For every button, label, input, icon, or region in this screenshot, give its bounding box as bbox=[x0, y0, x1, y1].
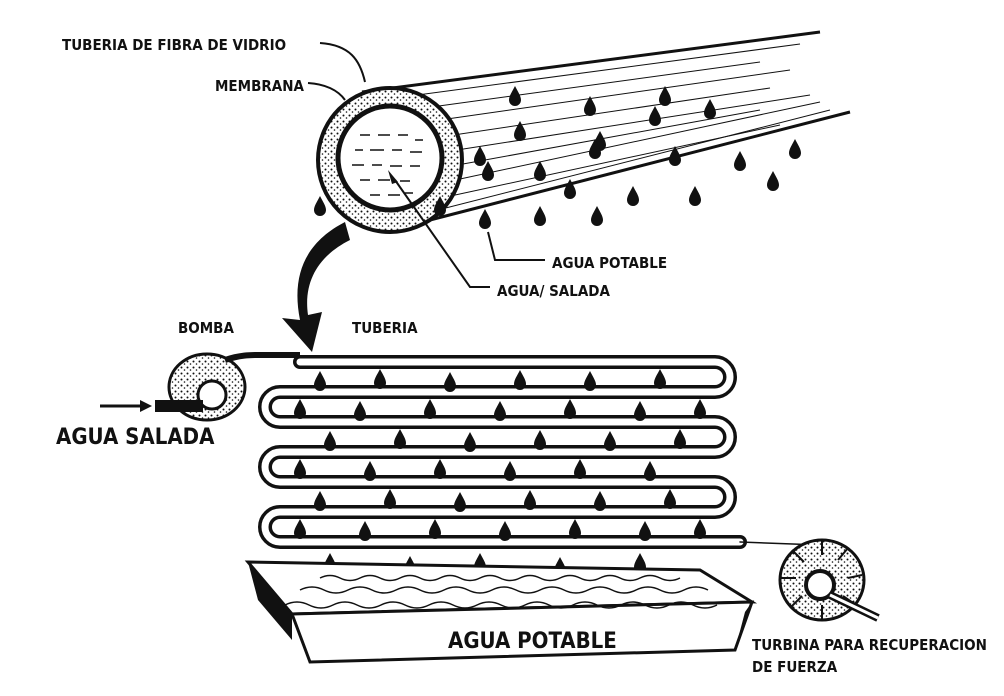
label-pump: BOMBA bbox=[178, 319, 234, 337]
label-potable-water-tank: AGUA POTABLE bbox=[448, 629, 617, 654]
flow-arrow bbox=[282, 222, 350, 352]
label-saltwater-top: AGUA/ SALADA bbox=[497, 282, 610, 300]
label-turbine-line1: TURBINA PARA RECUPERACION bbox=[752, 636, 987, 654]
label-fiber-pipe: TUBERIA DE FIBRA DE VIDRIO bbox=[62, 36, 286, 54]
label-leaders bbox=[307, 42, 545, 288]
tube-outline bbox=[361, 30, 851, 222]
saltwater-dashes bbox=[352, 134, 423, 196]
inlet-arrow bbox=[100, 400, 152, 412]
label-potable-water-top: AGUA POTABLE bbox=[552, 254, 667, 272]
fiber-tube-illustration: TUBERIA DE FIBRA DE VIDRIO MEMBRANA AGUA… bbox=[62, 30, 851, 300]
serpentine-pipe bbox=[258, 355, 821, 549]
pump bbox=[155, 352, 300, 422]
label-saltwater-inlet: AGUA SALADA bbox=[56, 425, 215, 450]
label-membrane: MEMBRANA bbox=[215, 77, 305, 95]
turbine bbox=[778, 538, 880, 622]
water-surface-waves bbox=[284, 574, 718, 609]
tube-texture-lines bbox=[379, 43, 831, 213]
inner-pipe bbox=[335, 103, 445, 213]
potable-water-tank: AGUA POTABLE bbox=[244, 560, 758, 664]
label-turbine-line2: DE FUERZA bbox=[752, 658, 838, 676]
label-pipe: TUBERIA bbox=[352, 319, 418, 337]
